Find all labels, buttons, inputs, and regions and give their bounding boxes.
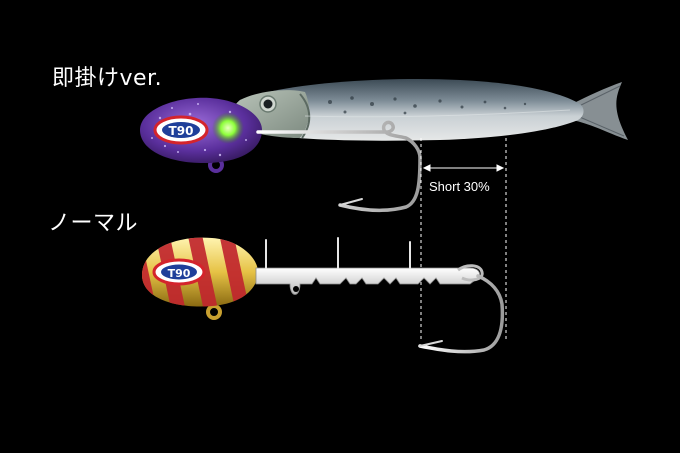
short-arrow <box>422 164 505 172</box>
short-measure <box>420 138 507 342</box>
hook-top <box>256 120 422 213</box>
hook-bottom <box>418 274 505 354</box>
jig-head-bottom: T90 <box>142 237 258 320</box>
glow-eye-icon <box>212 112 244 144</box>
bait-fish <box>232 78 628 141</box>
top-head-badge: T90 <box>169 124 194 138</box>
label-normal: ノーマル <box>48 211 139 236</box>
blade-plate <box>255 237 484 295</box>
label-short-30: Short 30% <box>429 179 490 194</box>
jig-head-top: T90 <box>140 97 262 173</box>
bottom-head-badge: T90 <box>168 267 191 280</box>
label-sokukake-ver: 即掛けver. <box>52 66 163 91</box>
